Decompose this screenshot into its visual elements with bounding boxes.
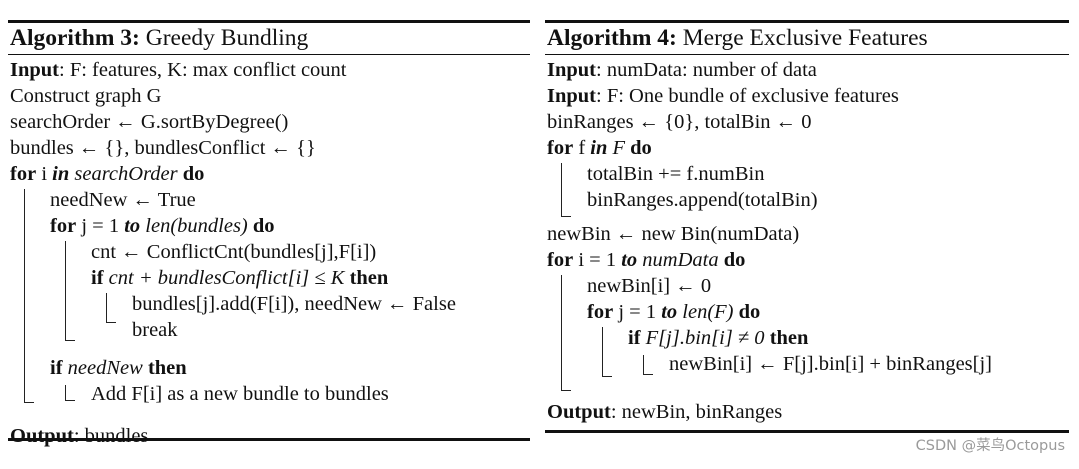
scope-end (561, 390, 571, 392)
scope-end (602, 376, 612, 378)
bottom-rule (545, 430, 1069, 433)
algo4-line: if F[j].bin[i] ≠ 0 then (628, 327, 809, 349)
algo4-line: newBin[i] ← 0 (587, 275, 712, 297)
algo4-line: for j = 1 to len(F) do (587, 301, 761, 323)
algo4-line: Input: F: One bundle of exclusive featur… (547, 85, 899, 107)
scope-line (24, 189, 26, 403)
algorithm-3-title: Algorithm 3: Greedy Bundling (10, 24, 309, 51)
algo3-line: Output: bundles (10, 425, 149, 447)
algo3-line: bundles[j].add(F[i]), needNew ← False (132, 293, 456, 315)
algo3-line: for j = 1 to len(bundles) do (50, 215, 275, 237)
algo4-line: newBin ← new Bin(numData) (547, 223, 800, 245)
algo4-line: for f in F do (547, 137, 652, 159)
scope-line (643, 355, 645, 375)
title-rule (545, 53, 1069, 55)
algo3-line: Add F[i] as a new bundle to bundles (91, 383, 389, 405)
algorithm-4-block: Algorithm 4: Merge Exclusive Features In… (545, 20, 1069, 435)
scope-line (561, 275, 563, 391)
scope-end (561, 216, 571, 218)
algo3-line: Input: F: features, K: max conflict coun… (10, 59, 347, 81)
algo3-line: if cnt + bundlesConflict[i] ≤ K then (91, 267, 389, 289)
algo3-line: break (132, 319, 178, 341)
algo3-line: if needNew then (50, 357, 187, 379)
scope-line (106, 293, 108, 323)
algo4-line: newBin[i] ← F[j].bin[i] + binRanges[j] (669, 353, 992, 375)
algo4-line: Input: numData: number of data (547, 59, 817, 81)
scope-line (602, 327, 604, 377)
algo3-line: bundles ← {}, bundlesConflict ← {} (10, 137, 316, 159)
algo4-line: for i = 1 to numData do (547, 249, 746, 271)
scope-line (65, 385, 67, 401)
algo3-line: needNew ← True (50, 189, 196, 211)
algo4-line: Output: newBin, binRanges (547, 401, 783, 423)
csdn-watermark: CSDN @菜鸟Octopus (915, 438, 1065, 454)
scope-end (106, 322, 116, 324)
scope-line (561, 163, 563, 217)
scope-end (643, 374, 653, 376)
algo3-line: Construct graph G (10, 85, 162, 107)
top-rule (545, 20, 1069, 23)
algo4-line: totalBin += f.numBin (587, 163, 765, 185)
algo3-line: cnt ← ConflictCnt(bundles[j],F[i]) (91, 241, 377, 263)
top-rule (8, 20, 530, 23)
algorithm-4-body: Input: numData: number of data Input: F:… (545, 55, 1069, 429)
scope-end (65, 340, 75, 342)
algorithm-3-body: Input: F: features, K: max conflict coun… (8, 55, 530, 447)
algo4-line: binRanges.append(totalBin) (587, 189, 818, 211)
scope-end (24, 402, 34, 404)
algorithm-3-block: Algorithm 3: Greedy Bundling Input: F: f… (8, 20, 530, 455)
bottom-rule (8, 438, 530, 441)
scope-line (65, 241, 67, 341)
algorithm-4-title: Algorithm 4: Merge Exclusive Features (547, 24, 928, 51)
algo4-line: binRanges ← {0}, totalBin ← 0 (547, 111, 812, 133)
algo3-line: searchOrder ← G.sortByDegree() (10, 111, 289, 133)
algo3-line: for i in searchOrder do (10, 163, 205, 185)
scope-end (65, 400, 75, 402)
title-rule (8, 53, 530, 55)
